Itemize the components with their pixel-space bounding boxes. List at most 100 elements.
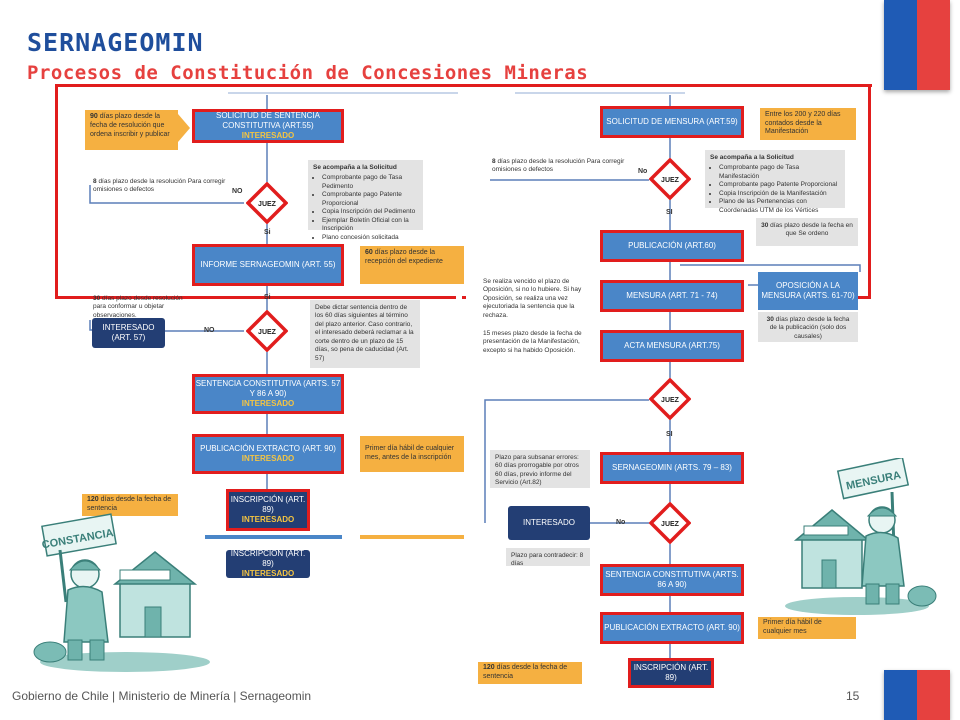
note-text: Primer día hábil de cualquier mes [763,619,822,635]
node-publicacion-extracto: PUBLICACIÓN EXTRACTO (ART. 90) INTERESAD… [192,434,344,474]
node-label: SOLICITUD DE MENSURA (ART.59) [606,117,738,126]
label-si-2: Si [264,294,271,301]
note-days: 30 [761,222,769,229]
footer-text: Gobierno de Chile | Ministerio de Minerí… [12,689,312,703]
node-label: INSCRIPCIÓN (ART. 89) [633,663,709,682]
note-30-dias-publicacion: 30 días plazo desde la fecha en que Se o… [756,218,858,246]
checklist-item: Plano concesión solicitada [322,234,418,242]
note-days: 120 [483,664,495,672]
text-body: 15 meses plazo desde la fecha de present… [483,330,582,354]
node-label: INSCRIPCIÓN (ART. 89) [230,549,306,568]
juez-label: JUEZ [661,521,680,528]
text-8-dias-right: 8 días plazo desde la resolución Para co… [492,158,627,175]
node-interesado-57: INTERESADO (ART. 57) [92,318,165,348]
node-interesado-right: INTERESADO [508,506,590,540]
node-acta-mensura: ACTA MENSURA (ART.75) [600,330,744,362]
node-label: MENSURA (ART. 71 - 74) [626,291,718,300]
node-label: SOLICITUD DE SENTENCIA CONSTITUTIVA (ART… [215,111,320,130]
text-30-dias: 30 días plazo desde resolución para conf… [93,295,188,320]
note-text: Plazo para subsanar errores: 60 días pro… [495,454,579,487]
node-sublabel: INTERESADO [241,399,295,408]
note-200-220-dias: Entre los 200 y 220 días contados desde … [760,108,856,140]
node-inscripcion: INSCRIPCIÓN (ART. 89) INTERESADO [226,489,310,531]
node-label: SENTENCIA CONSTITUTIVA (ARTS. 86 A 90) [605,570,739,589]
note-120-dias-right: 120 días desde la fecha de sentencia [478,662,582,684]
text-days: 30 [93,295,101,302]
text-days: 8 [93,178,97,185]
decision-juez-right-3: JUEZ [648,501,692,545]
node-publicacion-extracto-right: PUBLICACIÓN EXTRACTO (ART. 90) [600,612,744,644]
note-plazo-contradecir: Plazo para contradecir: 8 días [506,548,590,568]
node-oposicion-mensura: OPOSICIÓN A LA MENSURA (ARTS. 61-70) [758,272,858,310]
checklist-item: Ejemplar Boletín Oficial con la Inscripc… [322,217,418,234]
node-sublabel: INTERESADO [241,454,295,463]
checklist-item: Comprobante pago de Tasa Pedimento [322,174,418,191]
juez-label: JUEZ [661,177,680,184]
juez-label: JUEZ [661,397,680,404]
note-dictar-sentencia: Debe dictar sentencia dentro de los 60 d… [310,300,420,368]
label-si-right-2: SI [666,431,673,438]
node-publicacion-60: PUBLICACIÓN (ART.60) [600,230,744,262]
node-label: PUBLICACIÓN (ART.60) [628,241,716,250]
note-text: días plazo desde la recepción del expedi… [365,249,443,265]
node-label: INFORME SERNAGEOMIN (ART. 55) [200,260,336,269]
node-solicitud-sentencia: SOLICITUD DE SENTENCIA CONSTITUTIVA (ART… [192,109,344,143]
note-days: 30 [766,316,774,323]
checklist-item: Comprobante pago Patente Proporcional [322,191,418,208]
note-text: días plazo desde la fecha en que Se orde… [770,222,853,238]
label-no-2: NO [204,327,215,334]
node-label: PUBLICACIÓN EXTRACTO (ART. 90) [604,623,740,632]
note-text: Plazo para contradecir: 8 días [511,552,584,568]
note-days: 60 [365,249,373,256]
page-subtitle: Procesos de Constitución de Concesiones … [27,62,589,84]
text-8-dias: 8 días plazo desde la resolución Para co… [93,178,233,195]
note-text: días plazo desde la fecha de resolución … [90,113,170,138]
node-label: INSCRIPCIÓN (ART. 89) [230,495,306,514]
node-sublabel: INTERESADO [241,569,295,578]
label-si-right: SI [666,209,673,216]
checklist-mensura: Se acompaña a la Solicitud Comprobante p… [705,150,845,214]
note-90-dias: 90 días plazo desde la fecha de resoluci… [85,110,178,150]
miner-mensura-illustration: MENSURA [785,458,937,615]
node-sublabel: INTERESADO [241,131,295,140]
text-15-meses: 15 meses plazo desde la fecha de present… [483,330,591,355]
node-inscripcion-duplicate: INSCRIPCIÓN (ART. 89) INTERESADO [226,549,310,578]
node-sublabel: INTERESADO [241,515,295,524]
note-plazo-subsanar: Plazo para subsanar errores: 60 días pro… [490,450,590,488]
checklist-item: Copia Inscripción del Pedimento [322,208,418,216]
label-si: Si [264,229,271,236]
node-inscripcion-right: INSCRIPCIÓN (ART. 89) [628,658,714,688]
text-days: 8 [492,158,496,165]
note-text: Debe dictar sentencia dentro de los 60 d… [315,304,414,362]
node-label: INTERESADO (ART. 57) [102,323,155,342]
note-arrow [178,114,190,142]
text-body: días plazo desde resolución para conform… [93,295,183,319]
node-label: OPOSICIÓN A LA MENSURA (ARTS. 61-70) [761,281,855,300]
page-title: SERNAGEOMIN [27,28,204,57]
juez-label: JUEZ [258,201,277,208]
text-body: días plazo desde la resolución Para corr… [492,158,625,174]
decision-juez-2: JUEZ [245,309,289,353]
checklist-title: Se acompaña a la Solicitud [710,154,794,161]
node-label: SERNAGEOMIN (ARTS. 79 – 83) [612,463,732,472]
node-sernageomin-79-83: SERNAGEOMIN (ARTS. 79 – 83) [600,452,744,484]
node-label: PUBLICACIÓN EXTRACTO (ART. 90) [200,444,336,453]
note-text: días desde la fecha de sentencia [483,664,568,680]
label-no: NO [232,188,243,195]
note-days: 90 [90,113,98,120]
checklist-item: Plano de las Pertenencias con Coordenada… [719,198,840,215]
node-solicitud-mensura: SOLICITUD DE MENSURA (ART.59) [600,106,744,138]
miner-constancia-illustration: CONSTANCIA [33,513,210,672]
node-label: INTERESADO [522,518,575,527]
node-sentencia-constitutiva: SENTENCIA CONSTITUTIVA (ARTS. 57 Y 86 A … [192,374,344,414]
chile-flag-top [884,0,950,90]
note-text: Entre los 200 y 220 días contados desde … [765,110,841,136]
checklist-item: Comprobante pago Patente Proporcional [719,181,840,189]
label-no-right-2: No [616,519,626,526]
decision-juez-right-2: JUEZ [648,377,692,421]
chile-flag-bottom [884,670,950,720]
note-text: días desde la fecha de sentencia [87,496,172,512]
decision-juez-right-1: JUEZ [648,157,692,201]
note-60-dias: 60 días plazo desde la recepción del exp… [360,246,464,284]
note-days: 120 [87,496,99,504]
